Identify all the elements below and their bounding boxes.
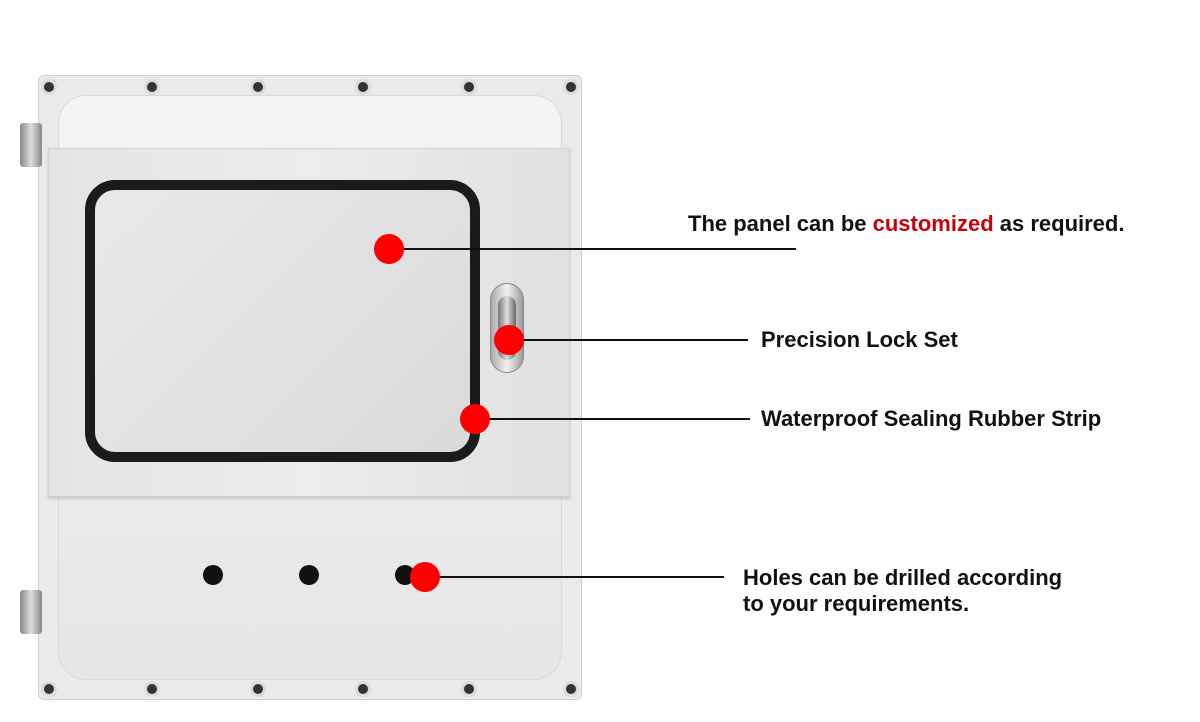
panel-label-suffix: as required. [993,211,1125,236]
hinge-icon [20,590,42,634]
screw-icon [253,82,263,92]
callout-label-gasket: Waterproof Sealing Rubber Strip [761,406,1102,431]
screw-icon [566,82,576,92]
callout-marker-panel [374,234,404,264]
screw-icon [464,82,474,92]
screw-icon [147,684,157,694]
callout-line-panel [389,248,796,250]
screw-icon [358,82,368,92]
drilled-hole [299,565,319,585]
screw-icon [358,684,368,694]
callout-marker-gasket [460,404,490,434]
rubber-gasket-window [85,180,480,462]
screw-icon [464,684,474,694]
callout-line-gasket [475,418,750,420]
callout-line-lock [509,339,748,341]
callout-label-panel: The panel can be customized as required. [688,211,1124,237]
screw-icon [44,684,54,694]
drilled-hole [203,565,223,585]
enclosure-product-image [20,75,582,700]
screw-icon [147,82,157,92]
screw-icon [253,684,263,694]
callout-line-holes [425,576,724,578]
panel-label-highlight: customized [872,211,994,236]
callout-label-holes-line1: Holes can be drilled according [743,565,1063,590]
callout-marker-lock [494,325,524,355]
screw-icon [44,82,54,92]
hinge-icon [20,123,42,167]
callout-label-holes-line2: to your requirements. [743,591,970,616]
screw-icon [566,684,576,694]
callout-marker-holes [410,562,440,592]
panel-label-prefix: The panel can be [688,211,873,236]
callout-label-lock: Precision Lock Set [761,327,958,352]
